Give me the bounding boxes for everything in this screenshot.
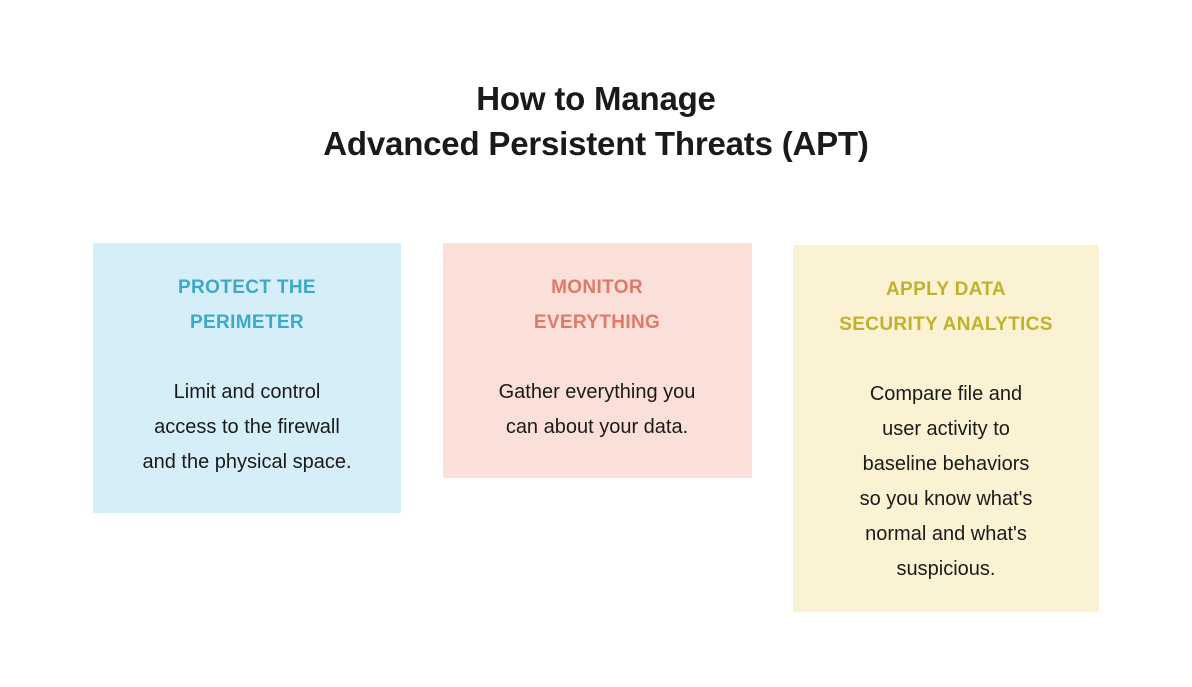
page-title-line-1: How to Manage — [476, 80, 716, 117]
card-body-protect-the-perimeter: Limit and control access to the firewall… — [142, 381, 352, 473]
card-body-monitor-everything: Gather everything you can about your dat… — [498, 381, 696, 438]
page-title-line-2: Advanced Persistent Threats (APT) — [323, 125, 869, 162]
card-heading-protect-the-perimeter: PROTECT THE PERIMETER — [178, 277, 316, 333]
card-heading-apply-data-security-analytics: APPLY DATA SECURITY ANALYTICS — [839, 279, 1053, 335]
card-body-apply-data-security-analytics: Compare file and user activity to baseli… — [859, 383, 1033, 580]
card-row: PROTECT THE PERIMETER Limit and control … — [93, 243, 1099, 643]
card-monitor-everything: MONITOR EVERYTHING Gather everything you… — [442, 243, 752, 478]
card-protect-the-perimeter: PROTECT THE PERIMETER Limit and control … — [93, 243, 401, 513]
card-apply-data-security-analytics: APPLY DATA SECURITY ANALYTICS Compare fi… — [793, 245, 1099, 612]
page-title: How to Manage Advanced Persistent Threat… — [0, 76, 1192, 166]
card-heading-monitor-everything: MONITOR EVERYTHING — [533, 277, 661, 333]
